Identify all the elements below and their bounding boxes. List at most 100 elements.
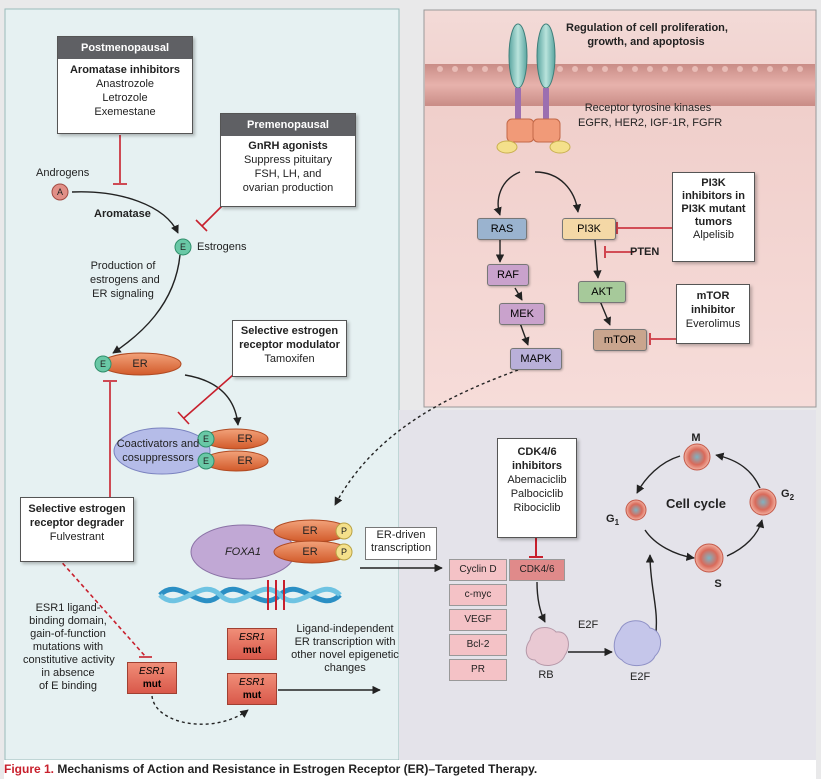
phase-g1-label: G1	[606, 513, 619, 529]
androgen-circle	[51, 183, 69, 201]
phase-g2-letter: G	[781, 488, 790, 500]
cell-cycle-title: Cell cycle	[666, 496, 726, 511]
dna-helix-icon	[158, 580, 342, 610]
coactivator-e-top	[197, 430, 215, 448]
androgen-to-estrogen-arrow	[71, 191, 179, 234]
cdk-inhib-title-1: CDK4/6	[517, 446, 557, 458]
mtor-inhibitor-box: mTOR inhibitor Everolimus	[676, 284, 750, 344]
esr1-text-line-2: binding domain,	[29, 615, 107, 627]
premenopausal-header: Premenopausal	[221, 114, 355, 136]
cell-cycle-arrows	[636, 452, 765, 561]
cdk46-node: CDK4/6	[509, 559, 565, 581]
coactivator-er-bottom-label: ER	[237, 455, 253, 467]
serd-box: Selective estrogen receptor degrader Ful…	[20, 497, 134, 562]
pi3k-inhib-title-3: PI3K mutant	[681, 203, 746, 215]
esr1-mut-bottom-right-gene: ESR1	[238, 677, 266, 688]
esr1-mut-top-right-gene: ESR1	[238, 632, 266, 643]
rtk-title: Receptor tyrosine kinases	[584, 102, 712, 114]
drug-ribociclib: Ribociclib	[513, 502, 561, 514]
premenopausal-box: Premenopausal GnRH agonists Suppress pit…	[220, 113, 356, 207]
pi3k-akt-arrow	[593, 239, 602, 279]
estrogens-label: Estrogens	[197, 241, 247, 253]
phase-g1-letter: G	[606, 513, 615, 525]
estrogen-to-er-arrow	[112, 254, 181, 354]
serd-to-mut-dashed-line	[57, 557, 146, 657]
production-line-2: estrogens and	[90, 274, 160, 286]
gnrh-line-3: ovarian production	[242, 182, 334, 194]
pi3k-inhib-title-4: tumors	[694, 216, 733, 228]
esr1-mut-left-mut: mut	[142, 679, 162, 690]
raf-mek-arrow	[514, 287, 523, 301]
serm-inhibit-line	[183, 374, 234, 419]
rb-protein-icon	[525, 627, 569, 666]
esr1-text-line-5: constitutive activity	[23, 654, 115, 666]
mtor-inhib-title-2: inhibitor	[691, 304, 735, 316]
esr1-text-line-3: gain-of-function	[30, 628, 106, 640]
phase-g2-label: G2	[781, 488, 794, 504]
phase-m-label: M	[691, 432, 701, 444]
dna-er-bottom-label: ER	[302, 546, 318, 558]
esr1-text-line-1: ESR1 ligand-	[35, 602, 101, 614]
gnrh-agonists-title: GnRH agonists	[248, 140, 328, 152]
rtk-list: EGFR, HER2, IGF-1R, FGFR	[578, 117, 723, 129]
rtk-to-pi3k-arrow	[534, 171, 582, 213]
serm-title-2: receptor modulator	[239, 339, 340, 351]
akt-mtor-arrow	[599, 300, 611, 326]
rtk-receptor-icon	[496, 23, 571, 154]
figure-caption: Figure 1. Mechanisms of Action and Resis…	[4, 760, 816, 779]
er-driven-box: ER-driven transcription	[365, 527, 437, 560]
gnrh-inhibit-bar	[195, 219, 208, 232]
esr1-mut-bottom-right: ESR1 mut	[227, 673, 277, 705]
gene-bcl-2: Bcl-2	[449, 634, 507, 656]
drug-abemaciclib: Abemaciclib	[507, 474, 567, 486]
serm-box: Selective estrogen receptor modulator Ta…	[232, 320, 347, 377]
drug-alpelisib: Alpelisib	[693, 229, 734, 241]
serm-title-1: Selective estrogen	[240, 325, 339, 337]
drug-tamoxifen: Tamoxifen	[264, 353, 315, 365]
drug-palbociclib: Palbociclib	[510, 488, 564, 500]
phosphate-top	[335, 522, 353, 540]
production-line-3: ER signaling	[92, 288, 154, 300]
coactivators-line-1: Coactivators and	[116, 438, 200, 450]
p-top-label: P	[340, 526, 347, 536]
er-driven-line-1: ER-driven	[376, 529, 426, 541]
e2f-label-bottom: E2F	[630, 671, 651, 683]
mek-node: MEK	[499, 303, 545, 325]
er-driven-line-2: transcription	[371, 542, 431, 554]
coactivators-line-2: cosuppressors	[122, 452, 194, 464]
drug-letrozole: Letrozole	[102, 92, 148, 104]
coactivator-er-top-label: ER	[237, 433, 253, 445]
coactivator-e-bottom-symbol: E	[202, 456, 209, 466]
cdk-inhib-title-2: inhibitors	[511, 460, 563, 472]
esr1-mut-top-right: ESR1 mut	[227, 628, 277, 660]
gnrh-line-2: FSH, LH, and	[254, 168, 322, 180]
er-bound-estrogen-symbol: E	[99, 359, 106, 369]
raf-node: RAF	[487, 264, 529, 286]
pi3k-inhib-title-2: inhibitors in	[682, 190, 745, 202]
estrogen-symbol: E	[179, 242, 186, 252]
drug-fulvestrant: Fulvestrant	[49, 531, 105, 543]
cdk-inhibitor-box: CDK4/6 inhibitors Abemaciclib Palbocicli…	[497, 438, 577, 538]
estrogen-bound-circle	[94, 355, 112, 373]
regulation-line-2: growth, and apoptosis	[587, 36, 705, 48]
pi3k-inhibitor-box: PI3K inhibitors in PI3K mutant tumors Al…	[672, 172, 755, 262]
regulation-line-1: Regulation of cell proliferation,	[566, 22, 728, 34]
drug-anastrozole: Anastrozole	[95, 78, 155, 90]
phase-g2-sub: 2	[789, 493, 795, 503]
mek-mapk-arrow	[519, 322, 530, 346]
rtk-to-ras-arrow	[493, 171, 521, 216]
esr1-text-line-6: in absence	[41, 667, 95, 679]
drug-everolimus: Everolimus	[685, 318, 741, 330]
er-label: ER	[132, 358, 148, 370]
gnrh-line-1: Suppress pituitary	[243, 154, 333, 166]
gene-pr: PR	[449, 659, 507, 681]
p-bottom-label: P	[340, 547, 347, 557]
aromatase-label: Aromatase	[94, 208, 151, 220]
coactivator-blob	[113, 427, 211, 475]
ligand-line-2: ER transcription with	[294, 636, 396, 648]
mut-to-mut-dashed-arrow	[151, 695, 249, 725]
pten-label: PTEN	[630, 246, 660, 258]
androgens-label: Androgens	[36, 167, 90, 179]
pi3k-inhib-title-1: PI3K	[701, 177, 726, 189]
akt-node: AKT	[578, 281, 626, 303]
